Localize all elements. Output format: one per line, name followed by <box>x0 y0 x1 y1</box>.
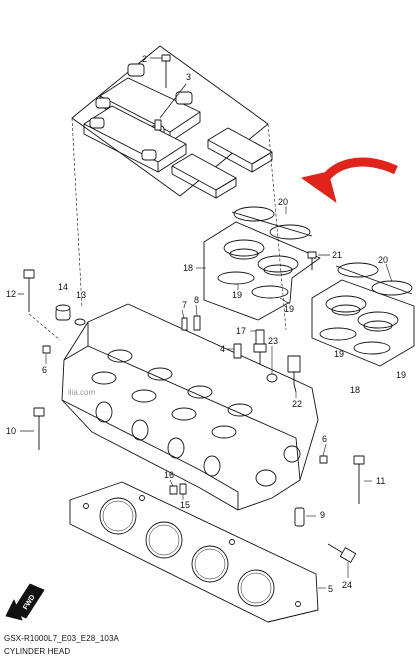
spark-plug-17 <box>253 329 267 364</box>
cylinder-head-gasket-5 <box>69 481 319 623</box>
callout-8: 8 <box>194 295 199 305</box>
intake-pipe-group-left <box>203 206 321 321</box>
bolt-11 <box>353 455 365 504</box>
red-highlight-arrow <box>317 157 398 187</box>
callout-2: 2 <box>142 54 147 64</box>
pin-4 <box>233 343 242 359</box>
callout-20-right: 20 <box>378 255 388 265</box>
red-arrow-head <box>301 171 337 203</box>
callout-leader-lines <box>45 206 393 589</box>
callout-6-right: 6 <box>322 434 327 444</box>
callout-6-left: 6 <box>42 365 47 375</box>
sensor-22 <box>287 355 301 393</box>
bolt-12 <box>18 269 61 341</box>
bolt-10 <box>20 407 45 450</box>
callout-20-left: 20 <box>278 197 288 207</box>
seal-13 <box>74 318 86 326</box>
stud-7 <box>181 317 188 331</box>
callout-15: 15 <box>180 500 190 510</box>
plug-15 <box>179 483 187 495</box>
callout-14: 14 <box>58 282 68 292</box>
callout-21: 21 <box>332 250 342 260</box>
callout-3: 3 <box>186 72 191 82</box>
callout-19-left-a: 19 <box>232 290 242 300</box>
callout-11: 11 <box>376 476 385 486</box>
bolt-2 <box>150 54 171 88</box>
callout-18-left: 18 <box>183 263 193 273</box>
intake-pipe-group-right <box>311 262 415 367</box>
callout-19-left-b: 19 <box>284 304 294 314</box>
watermark-text: ilia.com <box>68 388 95 397</box>
dowel-pin-3 <box>154 83 187 131</box>
callout-17: 17 <box>236 326 246 336</box>
cylinder-head-body <box>61 303 319 511</box>
callout-13: 13 <box>76 290 86 300</box>
camshaft-holder-group <box>71 45 273 199</box>
dowel-9 <box>294 507 305 527</box>
callout-labels: 2 3 20 21 20 18 19 19 14 13 12 7 8 17 23… <box>6 54 406 594</box>
cap-14 <box>55 304 71 321</box>
callout-18-right: 18 <box>350 385 360 395</box>
callout-10: 10 <box>6 426 16 436</box>
callout-16: 16 <box>164 470 174 480</box>
dowel-6-left <box>42 345 51 354</box>
callout-22: 22 <box>292 399 302 409</box>
callout-12: 12 <box>6 289 16 299</box>
callout-7: 7 <box>182 300 187 310</box>
callout-19-right-b: 19 <box>396 370 406 380</box>
bolt-24 <box>327 543 357 563</box>
diagram-code: GSX-R1000L7_E03_E28_103A <box>4 634 119 643</box>
callout-24: 24 <box>342 580 352 590</box>
fwd-arrow-icon <box>5 583 45 621</box>
diagram-title: CYLINDER HEAD <box>4 647 71 656</box>
callout-5: 5 <box>328 584 333 594</box>
screw-21 <box>307 251 330 270</box>
dowel-6-right <box>319 455 328 464</box>
callout-23: 23 <box>268 336 278 346</box>
callout-4: 4 <box>220 344 225 354</box>
callout-19-right-a: 19 <box>334 349 344 359</box>
callout-9: 9 <box>320 510 325 520</box>
bolt-8 <box>193 315 201 331</box>
bolt-16 <box>169 485 178 495</box>
